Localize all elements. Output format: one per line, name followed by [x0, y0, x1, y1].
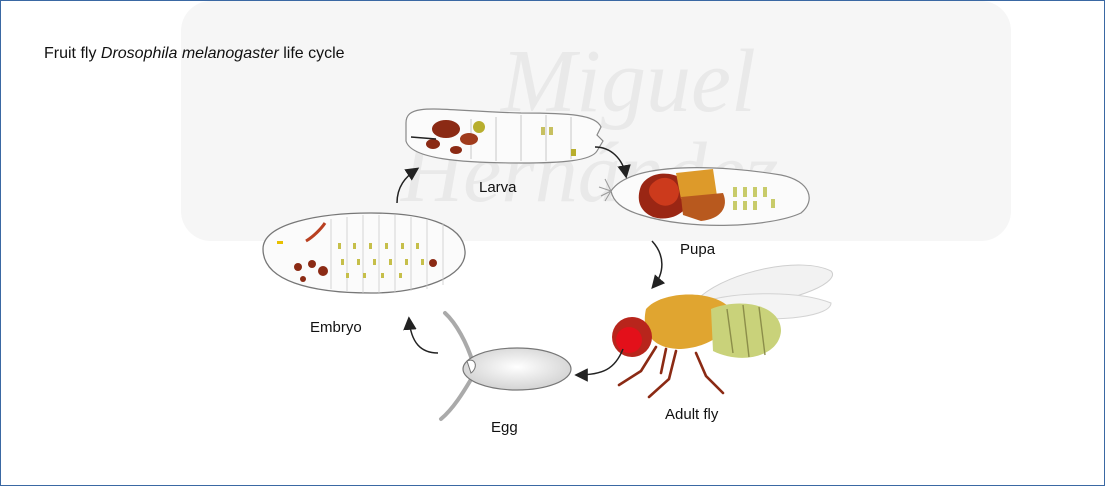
- label-pupa: Pupa: [680, 241, 715, 258]
- egg-illustration: [441, 313, 571, 419]
- title-species: Drosophila melanogaster: [101, 45, 279, 62]
- title-prefix: Fruit fly: [44, 45, 101, 62]
- embryo-illustration: [263, 213, 465, 293]
- arrow-pupa-to-adult: [652, 241, 662, 287]
- label-adult-fly: Adult fly: [665, 406, 718, 423]
- label-egg: Egg: [491, 419, 518, 436]
- label-larva: Larva: [479, 179, 517, 196]
- arrow-egg-to-embryo: [409, 319, 438, 353]
- arrow-adult-to-egg: [577, 349, 623, 375]
- adult-fly-illustration: [612, 265, 833, 397]
- figure-title: Fruit fly Drosophila melanogaster life c…: [44, 45, 345, 63]
- label-embryo: Embryo: [310, 319, 362, 336]
- larva-illustration: [406, 109, 603, 163]
- title-suffix: life cycle: [279, 45, 345, 62]
